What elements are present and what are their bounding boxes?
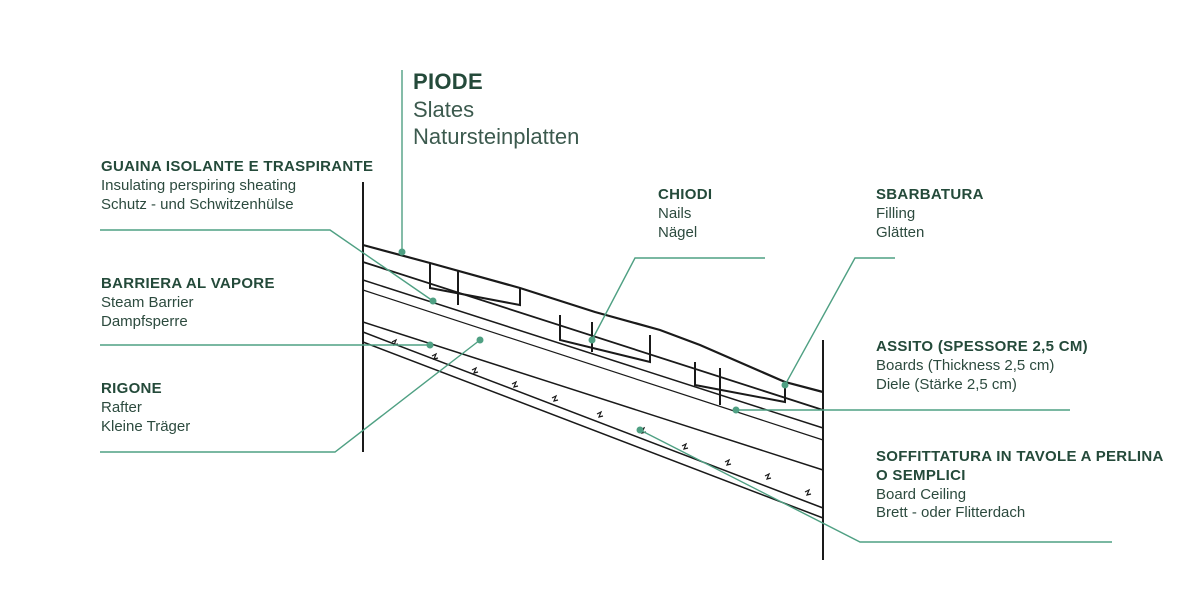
- label-barriera-en: Steam Barrier: [101, 293, 194, 311]
- label-piode-en: Slates: [413, 96, 475, 122]
- label-barriera-de: Dampfsperre: [101, 312, 188, 330]
- label-piode: PIODE Slates Natursteinplatten: [413, 68, 579, 151]
- label-guaina-en: Insulating perspiring sheating: [101, 176, 297, 194]
- label-chiodi: CHIODI Nails Nägel: [658, 186, 712, 242]
- label-soffittatura: SOFFITTATURA IN TAVOLE A PERLINA O SEMPL…: [876, 448, 1164, 523]
- label-soffittatura-de: Brett - oder Flitterdach: [876, 504, 1026, 522]
- leader-dot-piode: [398, 248, 406, 256]
- leader-sbarbatura: [784, 257, 895, 386]
- label-assito-en: Boards (Thickness 2,5 cm): [876, 356, 1055, 374]
- label-chiodi-de: Nägel: [658, 223, 698, 241]
- label-guaina: GUAINA ISOLANTE E TRASPIRANTE Insulating…: [101, 158, 373, 214]
- label-rigone-title: RIGONE: [101, 380, 162, 397]
- label-sbarbatura-de: Glätten: [876, 223, 925, 241]
- label-guaina-de: Schutz - und Schwitzenhülse: [101, 195, 294, 213]
- leader-dots: [398, 248, 789, 434]
- leader-dot-sbarbatura: [781, 381, 789, 389]
- leader-rigone: [100, 339, 481, 453]
- label-rigone-en: Rafter: [101, 398, 142, 416]
- label-barriera-title: BARRIERA AL VAPORE: [101, 275, 275, 292]
- slate-top-edge: [362, 243, 824, 394]
- ceiling-board-marks: [391, 338, 812, 496]
- label-soffittatura-title-2: O SEMPLICI: [876, 466, 966, 484]
- leader-soffittatura: [639, 429, 1112, 543]
- vapor-barrier-line: [362, 289, 824, 441]
- label-chiodi-en: Nails: [658, 204, 692, 222]
- label-piode-de: Natursteinplatten: [413, 124, 580, 149]
- ceiling-top: [362, 331, 824, 509]
- leader-dot-chiodi: [588, 336, 596, 344]
- boards-top: [362, 261, 824, 411]
- leader-lines: [100, 70, 1112, 543]
- label-rigone: RIGONE Rafter Kleine Träger: [101, 380, 190, 436]
- leader-dot-soffittatura: [636, 426, 644, 434]
- leader-dot-rigone: [476, 336, 484, 344]
- leader-dot-guaina: [429, 297, 437, 305]
- leader-chiodi: [591, 257, 765, 341]
- label-assito-de: Diele (Stärke 2,5 cm): [876, 375, 1017, 393]
- leader-dot-assito: [732, 406, 740, 414]
- leader-dot-barriera: [426, 341, 434, 349]
- label-assito-title: ASSITO (SPESSORE 2,5 CM): [876, 338, 1088, 355]
- label-assito: ASSITO (SPESSORE 2,5 CM) Boards (Thickne…: [876, 338, 1088, 394]
- leader-guaina: [100, 229, 434, 302]
- label-guaina-title: GUAINA ISOLANTE E TRASPIRANTE: [101, 158, 374, 175]
- label-rigone-de: Kleine Träger: [101, 417, 191, 435]
- rafter-bottom: [362, 321, 824, 471]
- label-sbarbatura-en: Filling: [876, 204, 916, 222]
- label-soffittatura-title-1: SOFFITTATURA IN TAVOLE A PERLINA: [876, 448, 1164, 465]
- label-piode-title: PIODE: [413, 69, 483, 94]
- slates: [429, 263, 786, 405]
- sheathing-line: [362, 279, 824, 429]
- label-sbarbatura: SBARBATURA Filling Glätten: [876, 186, 984, 242]
- label-chiodi-title: CHIODI: [658, 186, 713, 203]
- label-sbarbatura-title: SBARBATURA: [876, 186, 984, 203]
- label-barriera: BARRIERA AL VAPORE Steam Barrier Dampfsp…: [101, 275, 275, 331]
- label-soffittatura-en: Board Ceiling: [876, 485, 967, 503]
